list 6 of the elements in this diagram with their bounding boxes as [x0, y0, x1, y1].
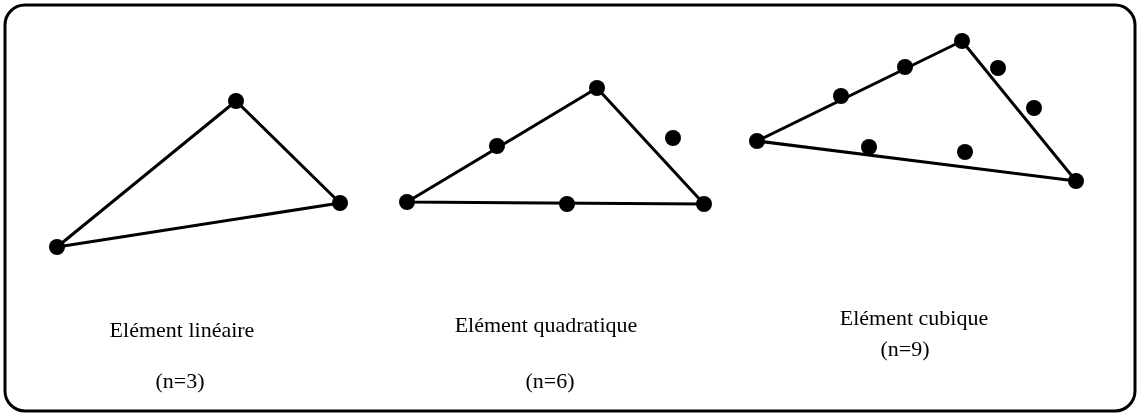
element-caption: Elément cubique: [839, 307, 989, 329]
node-count: (n=6): [525, 370, 575, 392]
element-caption: Elément quadratique: [454, 314, 638, 336]
node-count: (n=9): [880, 338, 930, 360]
node-count: (n=3): [155, 370, 205, 392]
element-caption: Elément linéaire: [109, 319, 255, 341]
